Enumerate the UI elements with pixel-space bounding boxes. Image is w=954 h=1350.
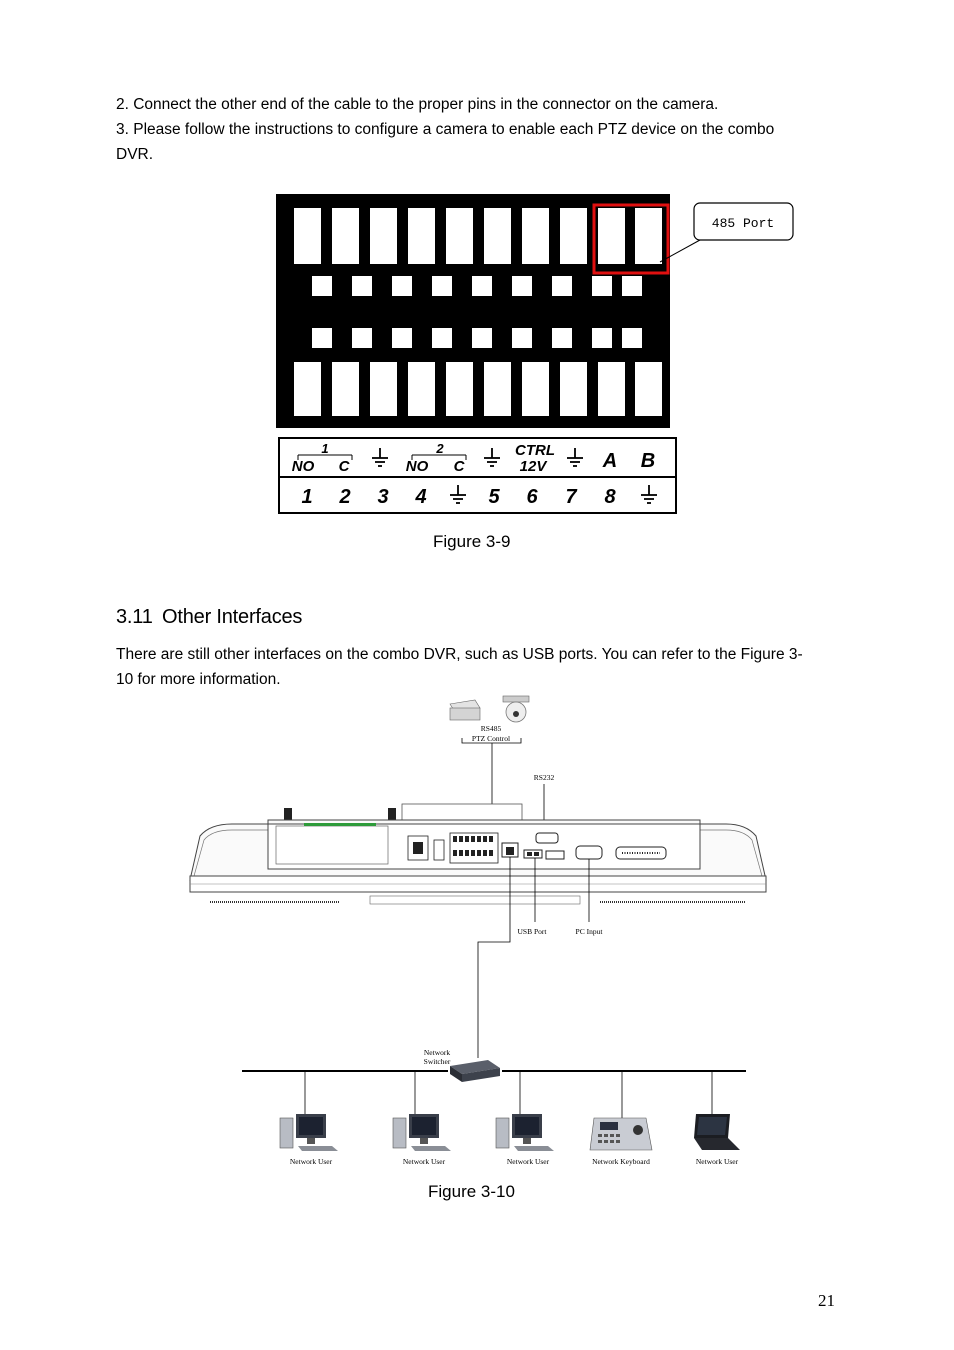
- relay-group-1-label: 1: [321, 441, 328, 456]
- client-label-3: Network User: [507, 1157, 550, 1166]
- figure-3-10-interface-diagram: RS485 PTZ Control RS232: [189, 695, 767, 1166]
- pin-number-7: 7: [565, 486, 577, 508]
- desktop-computer-icon: [495, 1114, 554, 1151]
- rs485-highlight: [592, 203, 670, 275]
- step-2-text: 2. Connect the other end of the cable to…: [116, 96, 719, 113]
- section-heading: 3.11 Other Interfaces: [116, 606, 302, 629]
- pin-label-table: [278, 437, 677, 514]
- speed-dome-camera-icon: [502, 695, 530, 723]
- ptz-decoder-icon: [449, 699, 481, 721]
- client-label-5: Network User: [696, 1157, 739, 1166]
- figure-3-9-connector-diagram: 485 Port 1 NO C 2 NO C CTRL 12V A B 1 2 …: [276, 194, 794, 514]
- step-3-text-continued: DVR.: [116, 146, 154, 163]
- usb-port-label: USB Port: [518, 927, 548, 936]
- network-switch-label-1: Network: [424, 1048, 450, 1057]
- label-b: B: [641, 450, 655, 472]
- lower-screw-row: [312, 328, 642, 348]
- bottom-slot-row: [294, 362, 662, 416]
- label-no-2: NO: [406, 458, 429, 475]
- client-label-2: Network User: [403, 1157, 446, 1166]
- ptz-control-label: PTZ Control: [472, 734, 510, 743]
- top-slot-row: [294, 208, 662, 264]
- section-number: 3.11: [116, 606, 153, 628]
- figure-3-10-caption: Figure 3-10: [428, 1182, 515, 1201]
- desktop-computer-icon: [279, 1114, 338, 1151]
- label-a: A: [602, 450, 617, 472]
- network-cable: [477, 857, 511, 1058]
- label-no-1: NO: [292, 458, 315, 475]
- desktop-computer-icon: [392, 1114, 451, 1151]
- label-12v: 12V: [520, 458, 549, 475]
- callout-leader: [659, 239, 701, 263]
- upper-screw-row: [312, 276, 642, 296]
- client-label-4: Network Keyboard: [592, 1157, 650, 1166]
- pin-number-8: 8: [604, 486, 616, 508]
- rs485-label: RS485: [481, 724, 502, 733]
- figure-3-9-caption: Figure 3-9: [433, 532, 511, 551]
- label-c-2: C: [454, 458, 466, 475]
- network-keyboard-icon: [589, 1117, 653, 1151]
- ground-icons-top: [372, 448, 583, 467]
- section-body-text: There are still other interfaces on the …: [116, 646, 803, 663]
- section-title: Other Interfaces: [162, 606, 303, 628]
- laptop-icon: [694, 1114, 740, 1150]
- section-body-text-continued: 10 for more information.: [116, 671, 281, 688]
- pin-number-6: 6: [526, 486, 538, 508]
- relay-group-2-label: 2: [435, 441, 444, 456]
- client-label-1: Network User: [290, 1157, 333, 1166]
- pin-number-2: 2: [338, 486, 350, 508]
- page-number: 21: [818, 1291, 835, 1310]
- callout-box: [693, 202, 794, 241]
- pin-number-3: 3: [377, 486, 388, 508]
- pin-number-4: 4: [414, 486, 426, 508]
- label-c-1: C: [339, 458, 351, 475]
- network-switch-label-2: Switcher: [424, 1057, 451, 1066]
- pc-input-label: PC Input: [576, 927, 604, 936]
- pin-number-1: 1: [301, 486, 312, 508]
- step-3-text: 3. Please follow the instructions to con…: [116, 121, 775, 138]
- pin-number-5: 5: [488, 486, 500, 508]
- dvr-rear-panel: [189, 803, 767, 905]
- rs232-label: RS232: [534, 773, 555, 782]
- callout-485-port: 485 Port: [712, 216, 774, 231]
- network-switch-icon: [450, 1060, 500, 1082]
- label-ctrl: CTRL: [515, 442, 555, 459]
- ground-icons-bottom: [450, 485, 657, 504]
